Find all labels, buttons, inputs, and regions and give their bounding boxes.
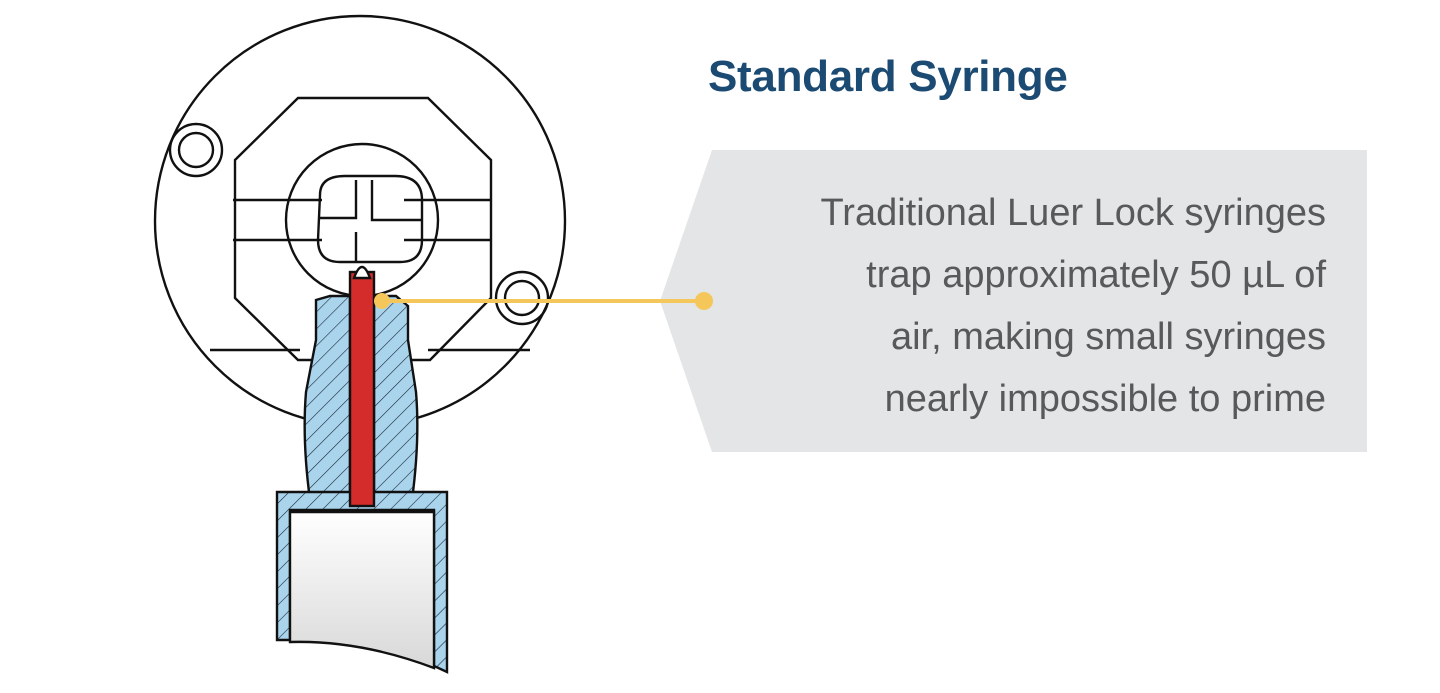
syringe-barrel <box>275 490 449 674</box>
mounting-hole-left-inner <box>177 131 215 169</box>
callout-line-3: air, making small syringes <box>890 316 1326 358</box>
diagram-title: Standard Syringe <box>708 52 1068 101</box>
mounting-hole-right-inner <box>503 279 541 317</box>
leader <box>374 292 713 310</box>
syringe-tip <box>275 265 449 674</box>
fitting-bore-inner <box>316 174 424 264</box>
callout-line-4: nearly impossible to prime <box>884 378 1326 420</box>
fitting-slot-left <box>233 198 322 242</box>
syringe-tip-body-right <box>372 294 419 502</box>
mounting-hole-left <box>168 122 224 178</box>
callout-box <box>660 150 1367 452</box>
fitting-inner-body <box>233 96 493 362</box>
callout-line-2: trap approximately 50 µL of <box>866 254 1326 296</box>
luer-fitting <box>153 14 567 428</box>
callout-text: Traditional Luer Lock syringes trap appr… <box>686 182 1326 430</box>
syringe-tip-body <box>303 294 352 502</box>
mounting-hole-right <box>494 270 550 326</box>
callout-line-1: Traditional Luer Lock syringes <box>820 192 1326 234</box>
syringe-barrel-bore <box>288 510 436 670</box>
trapped-air-channel <box>348 270 376 508</box>
fitting-key-cross <box>318 180 422 262</box>
fitting-slot-right <box>404 198 491 242</box>
leader-dot-start <box>374 293 390 309</box>
luer-nub <box>352 265 372 280</box>
leader-dot-end <box>695 292 713 310</box>
